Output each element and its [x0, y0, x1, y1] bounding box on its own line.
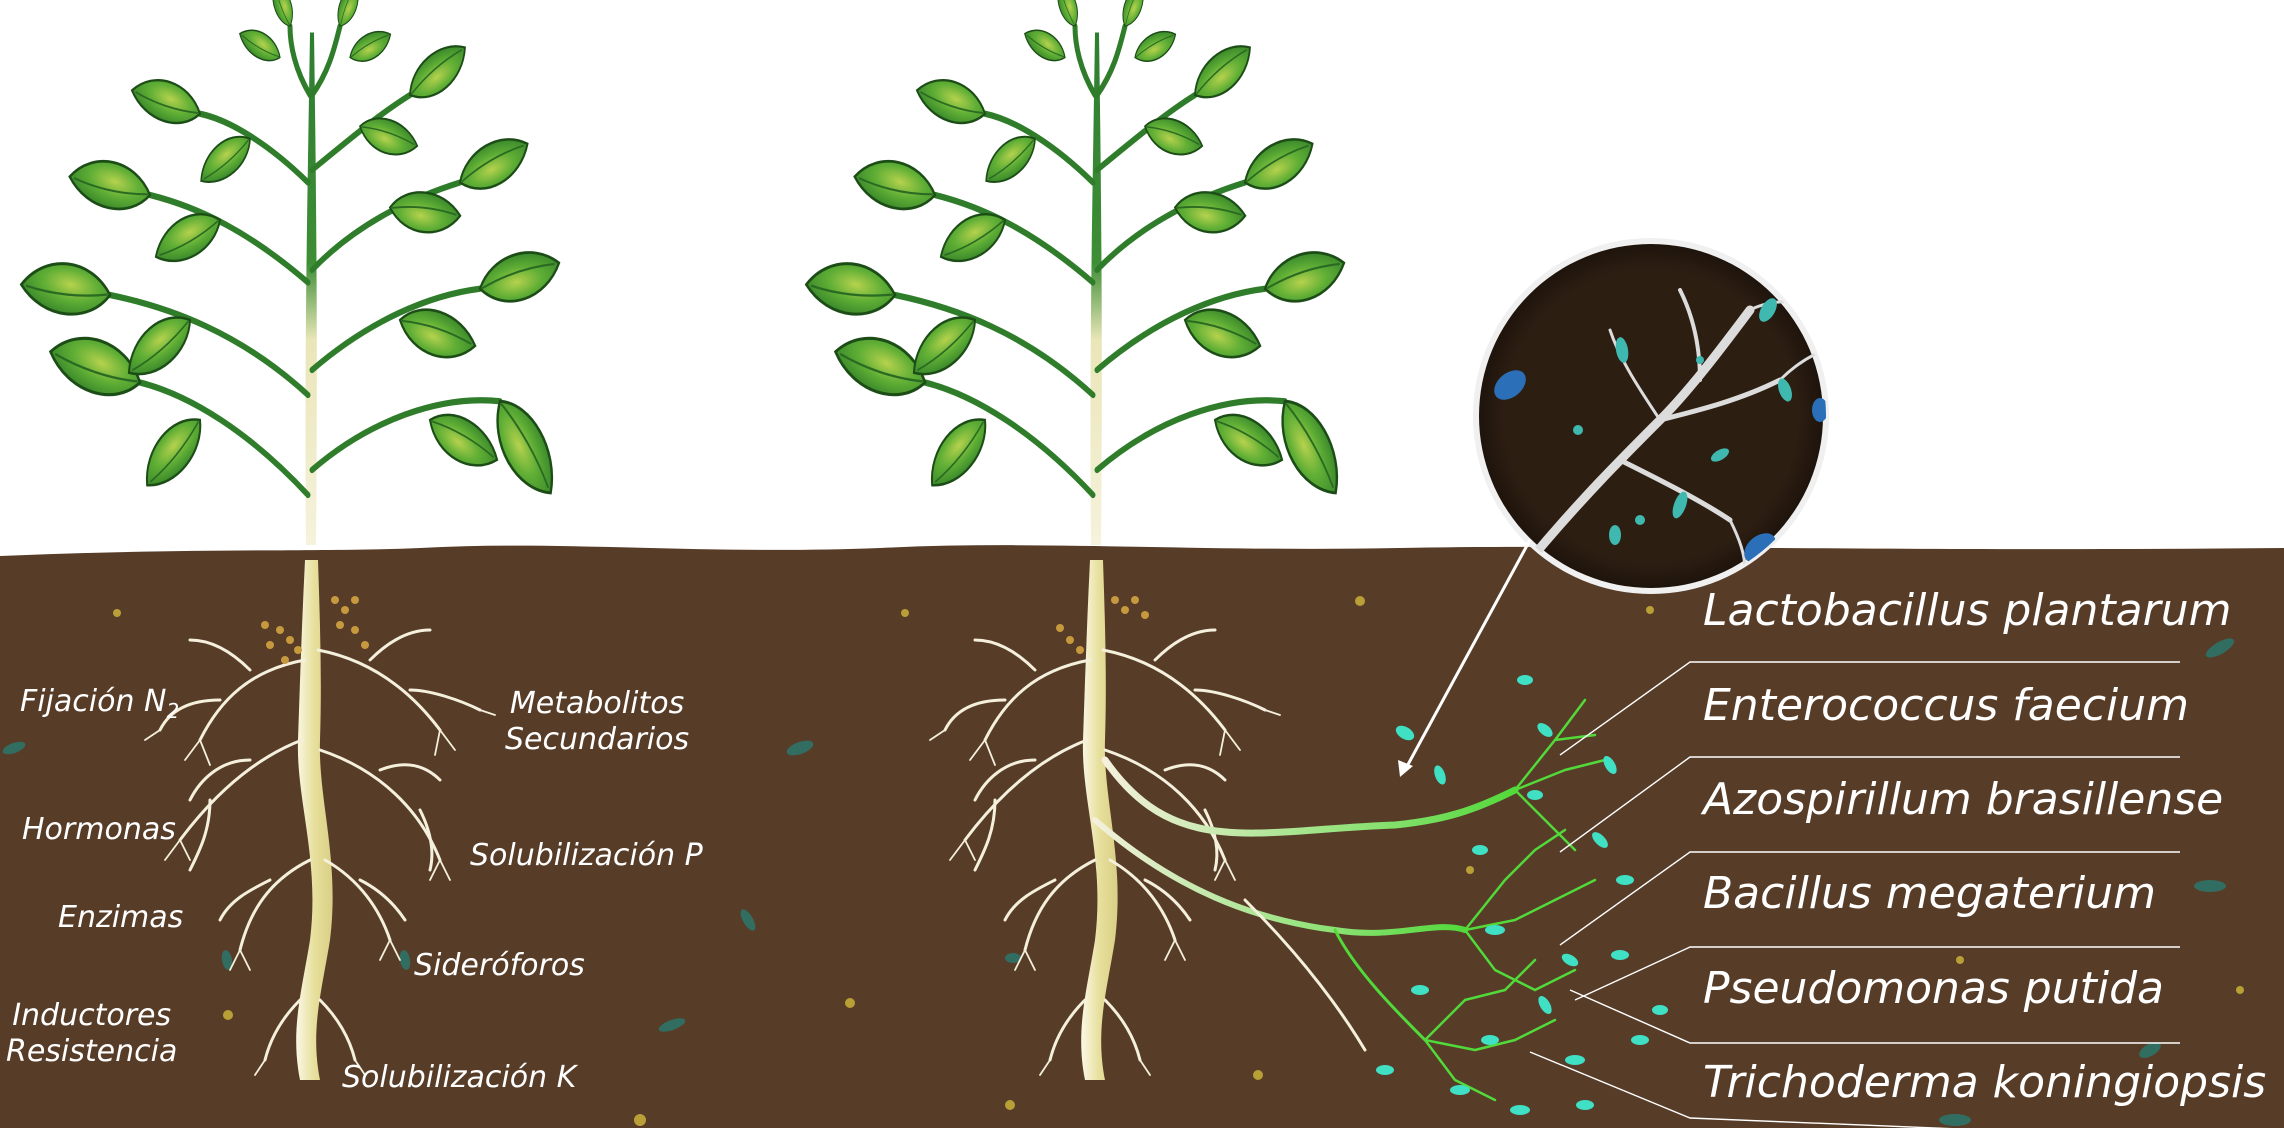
label-siderophores: Sideróforos: [414, 948, 585, 984]
microbe-label-enterococcus: Enterococcus faecium: [1703, 680, 2189, 733]
label-hormones: Hormonas: [22, 812, 176, 848]
microbe-label-trichoderma: Trichoderma koningiopsis: [1703, 1057, 2266, 1110]
label-n-fixation-text: Fijación N: [20, 684, 166, 719]
label-enzymes: Enzimas: [58, 900, 183, 936]
microbe-label-bacillus: Bacillus megaterium: [1703, 868, 2156, 921]
microbe-label-azospirillum: Azospirillum brasillense: [1703, 774, 2223, 827]
label-k-solubilization: Solubilización K: [342, 1060, 576, 1096]
microbe-label-lactobacillus: Lactobacillus plantarum: [1703, 585, 2231, 638]
microbe-label-pseudomonas: Pseudomonas putida: [1703, 963, 2164, 1016]
label-p-solubilization: Solubilización P: [470, 838, 703, 874]
label-n-fixation: Fijación N2: [20, 684, 179, 723]
label-n-fixation-subscript: 2: [166, 699, 179, 723]
label-secondary-metabolites: Metabolitos Secundarios: [505, 686, 689, 758]
label-resistance-inducers: Inductores Resistencia: [6, 998, 177, 1070]
